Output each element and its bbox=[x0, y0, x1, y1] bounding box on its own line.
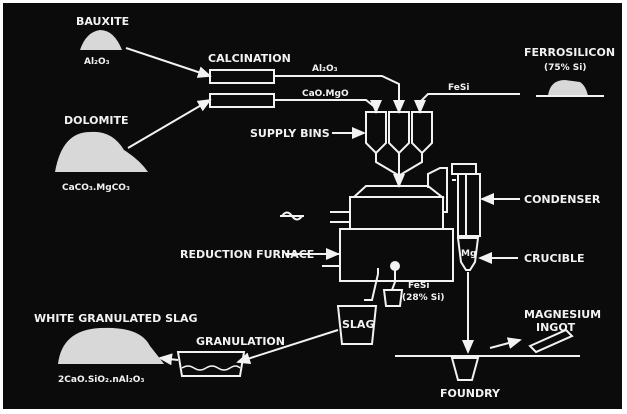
bauxite-feed-line bbox=[125, 47, 212, 78]
granulation-label: GRANULATION bbox=[196, 335, 285, 348]
calcination-label: CALCINATION bbox=[208, 52, 291, 65]
ingot-arrow bbox=[489, 337, 522, 349]
supply-bins-label: SUPPLY BINS bbox=[250, 127, 330, 140]
fesi-bucket bbox=[382, 289, 404, 307]
cao-mgo-flow bbox=[274, 99, 382, 114]
condenser-label: CONDENSER bbox=[524, 193, 601, 206]
crucible-label: CRUCIBLE bbox=[524, 252, 585, 265]
granulation-tank bbox=[176, 351, 246, 377]
foundry-mould bbox=[450, 357, 480, 381]
bauxite-pile bbox=[80, 30, 122, 50]
ferrosilicon-label: FERROSILICON bbox=[524, 46, 615, 59]
vapour-duct bbox=[427, 167, 448, 213]
dolomite-label: DOLOMITE bbox=[64, 114, 129, 127]
magnesium-label: MAGNESIUM bbox=[524, 308, 601, 321]
slag-formula: 2CaO.SiO₂.nAl₂O₃ bbox=[58, 375, 144, 385]
white-slag-label: WHITE GRANULATED SLAG bbox=[34, 312, 198, 325]
fesi-out-label: FeSi bbox=[408, 281, 429, 291]
bauxite-formula: Al₂O₃ bbox=[84, 57, 110, 67]
magnesium-ingot bbox=[528, 328, 574, 354]
foundry-label: FOUNDRY bbox=[440, 387, 501, 400]
calcination-kiln-1 bbox=[209, 69, 275, 84]
supply-bins bbox=[365, 111, 433, 155]
ingot-label: INGOT bbox=[536, 321, 576, 334]
slag-flow bbox=[364, 273, 379, 301]
ferrosilicon-pct: (75% Si) bbox=[544, 63, 586, 73]
cao-mgo-label: CaO.MgO bbox=[302, 89, 349, 99]
calcination-kiln-2 bbox=[209, 93, 275, 108]
granulation-to-slag bbox=[158, 353, 179, 366]
white-slag-pile bbox=[58, 327, 164, 364]
ferrosilicon-pile bbox=[548, 80, 588, 96]
condenser bbox=[451, 163, 481, 237]
slag-to-granulation bbox=[236, 329, 339, 365]
slag-bucket bbox=[336, 305, 378, 345]
dolomite-formula: CaCO₃.MgCO₃ bbox=[62, 183, 130, 193]
crucible bbox=[456, 237, 480, 271]
reduction-furnace-label: REDUCTION FURNACE bbox=[180, 248, 314, 261]
mg-label: Mg bbox=[461, 249, 476, 259]
fesi-out-flow bbox=[391, 270, 396, 291]
fesi-label: FeSi bbox=[448, 83, 469, 93]
dolomite-pile bbox=[55, 131, 148, 172]
slag-label: SLAG bbox=[342, 318, 374, 331]
fesi-out-pct: (28% Si) bbox=[402, 293, 444, 303]
fesi-flow bbox=[414, 93, 520, 114]
al2o3-label: Al₂O₃ bbox=[312, 64, 338, 74]
bauxite-label: BAUXITE bbox=[76, 15, 129, 28]
al2o3-flow bbox=[274, 75, 405, 114]
reduction-furnace bbox=[322, 185, 454, 282]
dolomite-feed-line bbox=[127, 98, 212, 149]
